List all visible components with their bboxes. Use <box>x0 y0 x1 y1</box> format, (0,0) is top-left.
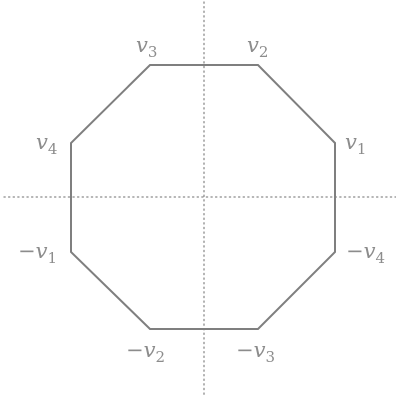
label-v1: v1 <box>345 130 366 158</box>
label-neg-v4: −v4 <box>346 239 385 267</box>
label-v2: v2 <box>247 33 268 61</box>
label-neg-v3: −v3 <box>236 338 275 366</box>
label-neg-v2: −v2 <box>126 338 165 366</box>
label-neg-v1: −v1 <box>18 239 57 267</box>
vertex-labels: v1 v2 v3 v4 −v1 −v2 −v3 −v4 <box>18 33 385 366</box>
label-v3: v3 <box>136 33 157 61</box>
octagon-outline <box>70 64 336 330</box>
label-v4: v4 <box>36 130 57 158</box>
